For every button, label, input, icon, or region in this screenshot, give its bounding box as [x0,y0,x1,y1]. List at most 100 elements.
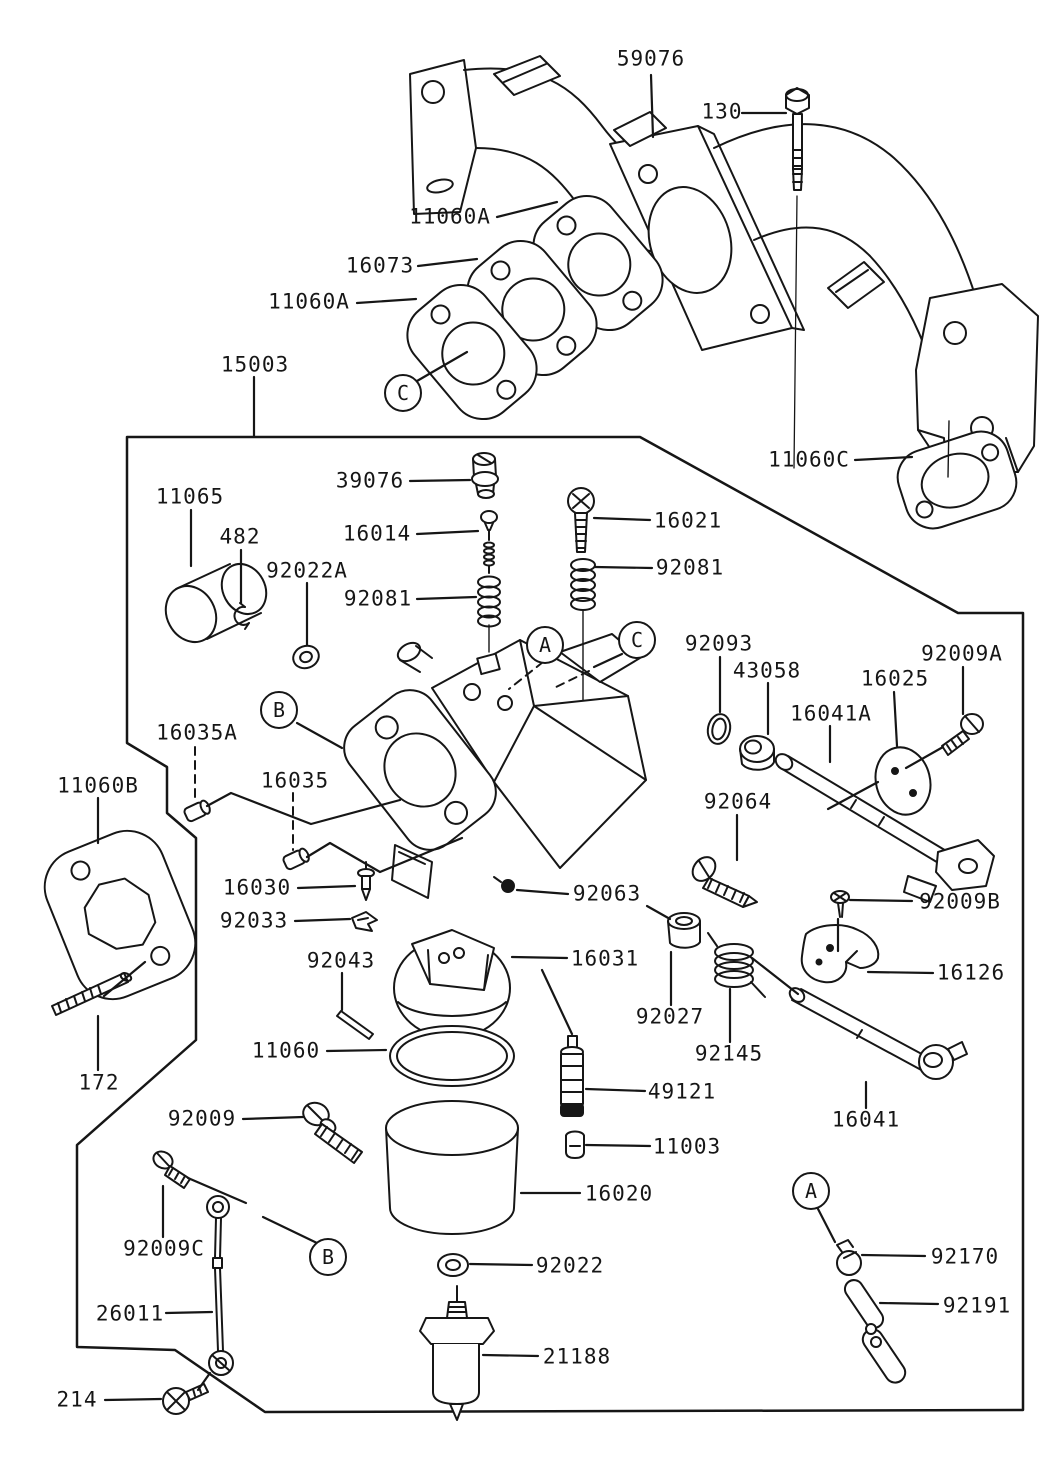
jet-16035A-drawing [183,799,211,823]
part-label-16041A: 16041A [790,701,872,726]
part-label-16031: 16031 [570,946,640,971]
screw-92009-drawing [302,1101,363,1164]
spring-92081-left-drawing [477,575,501,628]
jet-11003-drawing [565,1130,585,1159]
part-label-16126: 16126 [936,960,1006,985]
part-label-92063: 92063 [572,881,642,906]
ref-bubble-B-mid: B [260,691,298,729]
tube-92191-drawing [843,1279,907,1384]
ref-bubble-C-mid: C [618,621,656,659]
part-label-11003: 11003 [652,1134,722,1159]
part-label-16020: 16020 [584,1181,654,1206]
part-label-92009C: 92009C [123,1236,205,1261]
solenoid-21188-drawing [419,1285,495,1421]
part-label-21188: 21188 [542,1344,612,1369]
ref-bubble-B-bottom: B [309,1238,347,1276]
intake-manifold-drawing [409,55,1039,473]
part-11065-drawing [164,563,268,643]
part-label-92033: 92033 [219,908,289,933]
part-label-92009A: 92009A [921,641,1003,666]
collar-92027-drawing [667,912,701,949]
part-label-92093: 92093 [684,631,754,656]
valve-16030-drawing [357,861,375,901]
enclosure-border [75,435,1025,1414]
clamp-92170-drawing [836,1239,862,1276]
part-label-11060C: 11060C [768,447,850,472]
part-label-92022A: 92022A [266,558,348,583]
ref-bubble-A-mid: A [526,626,564,664]
pin-92043-drawing [336,1010,374,1040]
part-label-16021: 16021 [653,508,723,533]
gasket-11060A-upper-drawing [532,194,664,332]
part-label-482: 482 [219,524,261,549]
part-label-92022: 92022 [535,1253,605,1278]
jet-16035-drawing [282,847,310,871]
part-label-16014: 16014 [342,521,412,546]
gasket-11060A-lower-drawing [406,283,538,421]
part-label-214: 214 [56,1387,98,1412]
plug-92063-drawing [493,876,515,893]
part-label-15003: 15003 [220,352,290,377]
oring-11060-drawing [389,1025,515,1087]
part-label-26011: 26011 [95,1301,165,1326]
ref-bubble-A-bottom: A [792,1172,830,1210]
part-label-172: 172 [78,1070,120,1095]
part-label-16035A: 16035A [156,720,238,745]
oring-92093-drawing [706,713,732,745]
ref-bubble-C-top: C [384,374,422,412]
part-label-11065: 11065 [155,484,225,509]
part-label-16025: 16025 [860,666,930,691]
screw-92009C-drawing [152,1150,191,1189]
screw-92064-drawing [691,856,758,908]
alignment-line-11060C [947,420,950,478]
part-label-92081-left: 92081 [343,586,413,611]
screw-214-drawing [162,1383,209,1415]
part-label-49121: 49121 [647,1079,717,1104]
part-label-43058: 43058 [732,658,802,683]
part-label-16073: 16073 [345,253,415,278]
part-39076-drawing [471,452,499,499]
part-label-92009B: 92009B [919,889,1001,914]
part-label-92027: 92027 [635,1004,705,1029]
choke-plate-16126-drawing [800,924,880,984]
part-label-92191: 92191 [942,1293,1012,1318]
part-label-92043: 92043 [306,948,376,973]
jet-49121-drawing [560,1035,584,1117]
washer-92022-drawing [437,1253,469,1277]
link-rod-26011-drawing [206,1195,234,1376]
part-label-92170: 92170 [930,1244,1000,1269]
part-label-92081-right: 92081 [655,555,725,580]
part-label-16041: 16041 [831,1107,901,1132]
screw-16021-drawing [567,487,595,553]
carburetor-body-drawing [343,633,647,899]
dashed-leader-lines [194,661,590,851]
part-label-39076: 39076 [335,468,405,493]
part-label-11060A-2: 11060A [268,289,350,314]
throttle-valve-16025-drawing [874,746,932,816]
gasket-11060B-drawing [43,829,197,1001]
washer-92022A-drawing [292,644,320,670]
part-16014-drawing [480,510,498,574]
throttle-shaft-16041A-drawing [774,753,995,903]
part-label-92064: 92064 [703,789,773,814]
gasket-11060C-drawing [896,430,1018,530]
choke-shaft-16041-drawing [788,987,968,1080]
part-label-59076: 59076 [616,46,686,71]
bushing-43058-drawing [739,735,775,771]
part-label-11060: 11060 [251,1038,321,1063]
part-label-11060A-1: 11060A [409,204,491,229]
leader-lines [96,73,965,1402]
spring-92081-right-drawing [570,558,596,611]
clip-92033-drawing [351,911,378,932]
part-label-92145: 92145 [694,1041,764,1066]
part-label-16035: 16035 [260,768,330,793]
part-label-92009: 92009 [167,1106,237,1131]
bowl-16020-drawing [385,1100,519,1235]
spring-92145-drawing [707,932,766,998]
part-label-11060B: 11060B [57,773,139,798]
gasket-16073-drawing [466,239,598,377]
part-label-130: 130 [701,99,743,124]
bolt-130-drawing [785,87,810,469]
